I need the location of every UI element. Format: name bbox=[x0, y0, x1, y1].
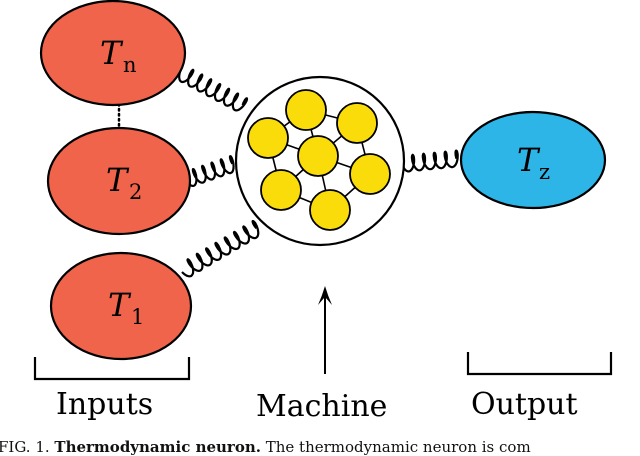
spring-coil-tn bbox=[178, 68, 249, 112]
particle-cluster bbox=[247, 89, 391, 231]
reservoir-symbol: T bbox=[100, 34, 124, 72]
figure-caption: FIG. 1. Thermodynamic neuron. The thermo… bbox=[0, 438, 640, 456]
reservoir-symbol: T bbox=[517, 141, 541, 179]
reservoir-subscript: n bbox=[123, 53, 137, 77]
output-bracket bbox=[466, 352, 613, 376]
caption-title: Thermodynamic neuron. bbox=[54, 438, 261, 456]
particle bbox=[336, 102, 378, 144]
reservoir-symbol: T bbox=[106, 161, 130, 199]
output-reservoir-tz: T z bbox=[459, 110, 607, 210]
machine-label: Machine bbox=[256, 389, 387, 424]
reservoir-symbol: T bbox=[108, 286, 132, 324]
reservoir-subscript: 2 bbox=[129, 180, 142, 204]
particle bbox=[260, 169, 302, 211]
reservoir-subscript: 1 bbox=[131, 305, 144, 329]
caption-prefix: FIG. 1. bbox=[0, 438, 50, 456]
spring-coil-tz bbox=[400, 149, 459, 173]
caption-text: The thermodynamic neuron is com bbox=[265, 438, 531, 456]
particle bbox=[297, 135, 339, 177]
particle bbox=[349, 153, 391, 195]
input-reservoir-t1: T 1 bbox=[49, 251, 193, 361]
input-reservoir-tn: T n bbox=[39, 0, 187, 107]
reservoir-subscript: z bbox=[539, 160, 550, 184]
spring-coil-t2 bbox=[185, 155, 235, 187]
inputs-bracket bbox=[33, 357, 191, 381]
inputs-label: Inputs bbox=[56, 387, 153, 422]
arrow-to-machine bbox=[318, 286, 332, 374]
spring-coil-t1 bbox=[181, 220, 260, 278]
particle bbox=[309, 189, 351, 231]
input-reservoir-t2: T 2 bbox=[46, 126, 192, 236]
particle bbox=[247, 117, 289, 159]
particle bbox=[285, 89, 327, 131]
output-label: Output bbox=[471, 387, 578, 422]
machine bbox=[234, 75, 406, 247]
